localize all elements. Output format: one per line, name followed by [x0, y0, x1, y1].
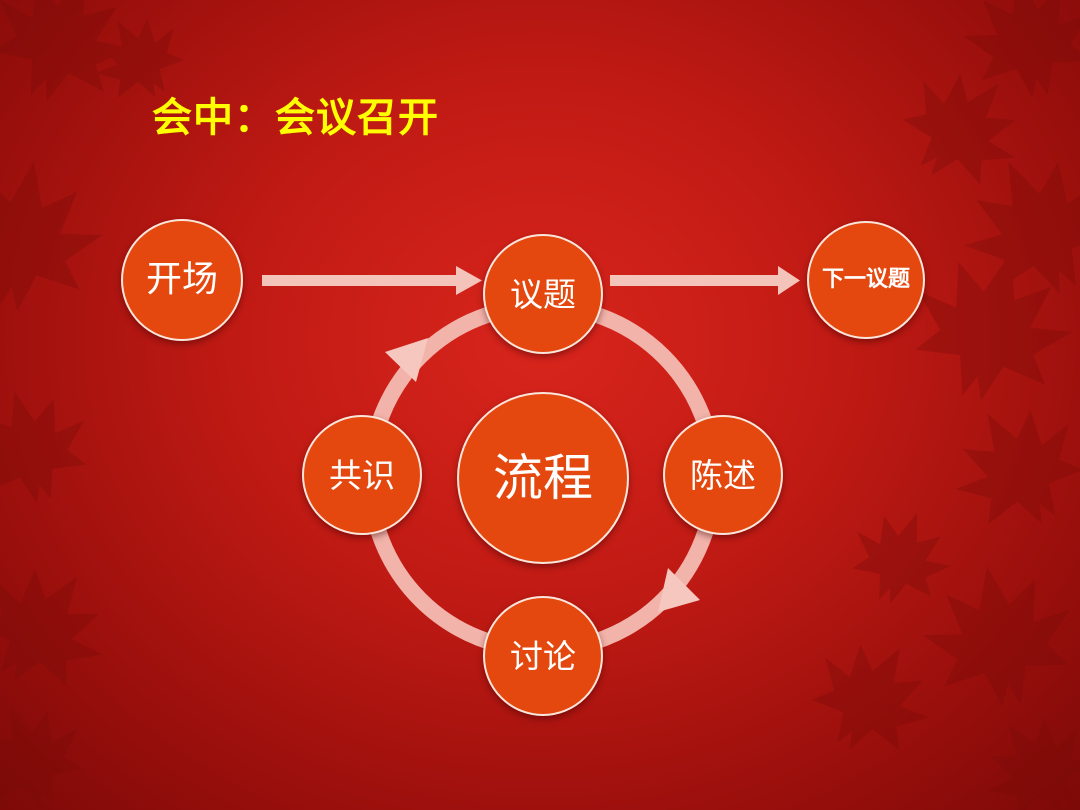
cycle-arrowhead-lower-right: [658, 568, 700, 612]
slide-title: 会中：会议召开: [152, 95, 439, 141]
node-consensus: 共识: [302, 415, 422, 535]
node-process-center-label: 流程: [493, 449, 593, 507]
node-start-label: 开场: [145, 259, 218, 300]
node-discussion: 讨论: [483, 596, 603, 716]
node-discussion-label: 讨论: [510, 636, 576, 676]
node-statement: 陈述: [663, 415, 783, 535]
node-topic-label: 议题: [510, 274, 576, 314]
node-topic: 议题: [483, 234, 603, 354]
node-process-center: 流程: [457, 392, 629, 564]
node-statement-label: 陈述: [690, 455, 756, 495]
node-consensus-label: 共识: [329, 455, 395, 495]
arrow-start-to-topic: [262, 266, 482, 295]
node-start: 开场: [121, 219, 243, 341]
cycle-arrowhead-upper-left: [385, 338, 428, 382]
arrow-topic-to-next: [610, 266, 800, 295]
node-next-topic: 下一议题: [807, 221, 925, 339]
node-next-topic-label: 下一议题: [821, 267, 910, 292]
